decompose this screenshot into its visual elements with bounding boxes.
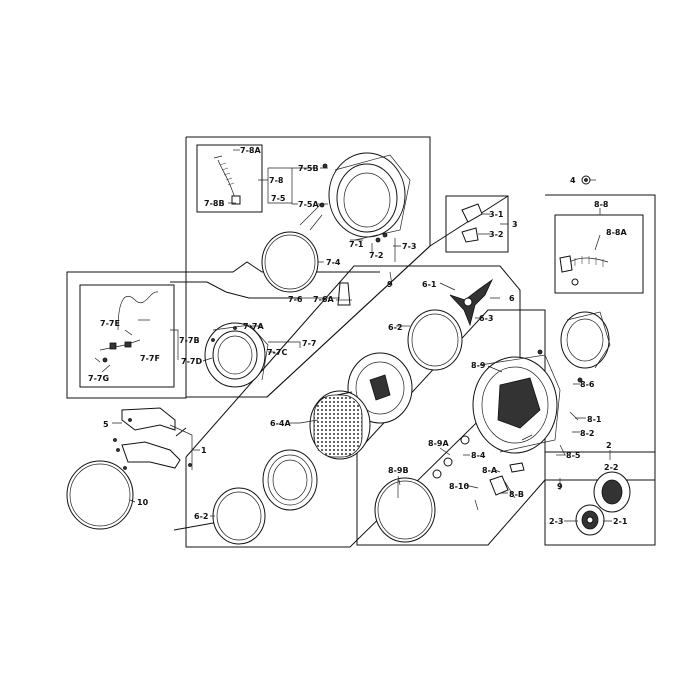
label-8-9: 8-9	[471, 361, 486, 370]
label-7-5: 7-5	[271, 194, 286, 203]
housing-7-5	[299, 152, 411, 241]
label-7-7C: 7-7C	[267, 348, 287, 357]
label-2-1: 2-1	[613, 517, 628, 526]
label-3-1: 3-1	[489, 210, 504, 219]
label-7-7B: 7-7B	[179, 336, 200, 345]
section-outlines	[66, 136, 656, 548]
label-8-9B: 8-9B	[388, 466, 409, 475]
bracket-3	[461, 203, 483, 243]
hose-8-8	[559, 255, 609, 286]
rear-tub-8	[432, 311, 611, 511]
label-3-2: 3-2	[489, 230, 503, 239]
label-7-6: 7-6	[288, 295, 303, 304]
clip-parts-7-1-7-3	[375, 232, 396, 286]
label-6-4A: 6-4A	[270, 419, 291, 428]
label-8-6: 8-6	[580, 380, 595, 389]
label-7-5A: 7-5A	[298, 200, 319, 209]
label-6-2-upper: 6-2	[388, 323, 402, 332]
hinge-1	[113, 407, 193, 470]
label-9-lower: 9	[557, 482, 563, 491]
label-7-8A: 7-8A	[240, 146, 261, 155]
label-8-1: 8-1	[587, 415, 602, 424]
latch-7-6	[336, 282, 352, 306]
label-7-3: 7-3	[402, 242, 416, 251]
label-7-6A: 7-6A	[313, 295, 334, 304]
hose-7-8	[213, 155, 241, 205]
label-8-5: 8-5	[566, 451, 581, 460]
door-7-7	[94, 291, 269, 388]
label-7-2: 7-2	[369, 251, 383, 260]
label-9-top: 9	[387, 280, 393, 289]
label-7-7D: 7-7D	[181, 357, 202, 366]
label-7-7A: 7-7A	[243, 322, 264, 331]
label-7-7F: 7-7F	[140, 354, 160, 363]
tub-section-6	[212, 278, 494, 545]
label-6-3: 6-3	[479, 314, 493, 323]
label-2-2: 2-2	[604, 463, 618, 472]
label-7-7E: 7-7E	[100, 319, 120, 328]
label-8-8: 8-8	[594, 200, 609, 209]
screw-4	[581, 175, 591, 185]
label-8-B: 8-B	[509, 490, 524, 499]
label-6-1: 6-1	[422, 280, 437, 289]
label-7-8B: 7-8B	[204, 199, 225, 208]
label-2-3: 2-3	[549, 517, 563, 526]
label-7-7: 7-7	[302, 339, 316, 348]
label-3: 3	[512, 220, 518, 229]
label-8-2: 8-2	[580, 429, 594, 438]
label-1: 1	[201, 446, 207, 455]
label-8-8A: 8-8A	[606, 228, 627, 237]
label-8-4: 8-4	[471, 451, 486, 460]
label-7-5B: 7-5B	[298, 164, 319, 173]
label-7-1: 7-1	[349, 240, 364, 249]
label-6-2-lower: 6-2	[194, 512, 208, 521]
leader-lines	[101, 149, 612, 522]
label-7-7G: 7-7G	[88, 374, 109, 383]
ring-7-4	[261, 231, 319, 293]
label-4: 4	[570, 176, 576, 185]
ring-8-9B	[374, 477, 436, 543]
ring-10	[66, 460, 134, 530]
label-8-A: 8-A	[482, 466, 498, 475]
label-7-8: 7-8	[269, 176, 284, 185]
part-labels: 7-8A 7-8 7-8B 7-5B 7-5 7-5A 7-1 7-2 7-3 …	[88, 146, 628, 526]
pulley-2	[575, 471, 631, 536]
label-8-9A: 8-9A	[428, 439, 449, 448]
label-10: 10	[137, 498, 149, 507]
label-6: 6	[509, 294, 515, 303]
label-2: 2	[606, 441, 612, 450]
label-5: 5	[103, 420, 109, 429]
drum-mesh	[313, 394, 363, 458]
label-8-10: 8-10	[449, 482, 469, 491]
label-7-4: 7-4	[326, 258, 341, 267]
